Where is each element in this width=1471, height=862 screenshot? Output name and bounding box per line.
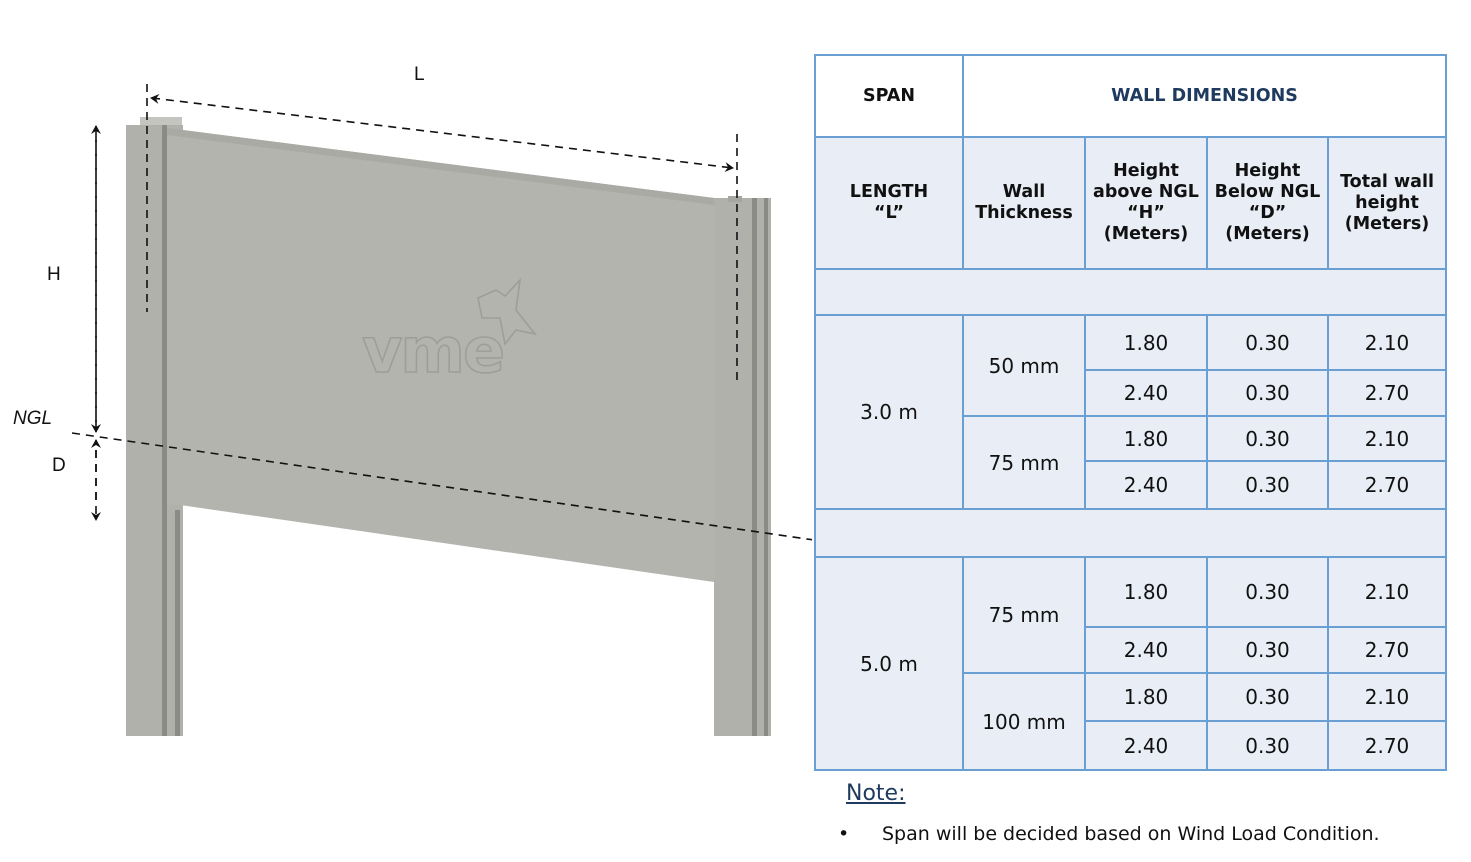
height-below-cell: 0.30 [1206,626,1329,674]
wall-dimensions-table: SPAN WALL DIMENSIONS LENGTH “L” Wall Thi… [814,54,1447,771]
table-row: 2.40 0.30 2.70 [815,460,1447,510]
wall-panel [167,128,714,582]
total-height-column-header: Total wall height (Meters) [1327,136,1447,270]
total-height-cell: 2.10 [1327,314,1447,371]
height-above-cell: 2.40 [1084,626,1208,674]
height-below-cell: 0.30 [1206,460,1329,510]
height-above-cell: 1.80 [1084,672,1208,722]
height-above-column-header: Height above NGL “H” (Meters) [1084,136,1208,270]
table-row: 100 mm 1.80 0.30 2.10 [815,672,1447,771]
span-header: SPAN [814,54,964,138]
table-row: 3.0 m 50 mm 1.80 0.30 2.10 [814,314,1447,510]
thickness-column-header: Wall Thickness [962,136,1086,270]
note-list: • Span will be decided based on Wind Loa… [838,823,1380,845]
total-height-cell: 2.70 [1327,369,1447,417]
height-below-cell: 0.30 [1206,672,1329,722]
height-above-cell: 2.40 [1084,369,1208,417]
height-label: H [47,264,61,285]
height-above-cell: 1.80 [1084,415,1208,462]
note-title: Note: [846,781,906,806]
height-above-cell: 2.40 [1084,460,1208,510]
table-row: 2.40 0.30 2.70 [815,369,1447,417]
total-height-cell: 2.70 [1327,626,1447,674]
depth-label: D [52,455,66,476]
wall-diagram: vme [71,84,812,736]
thickness-cell: 75 mm [962,556,1086,674]
length-dimension [146,84,738,386]
wall-dimensions-header: WALL DIMENSIONS [962,54,1447,138]
ngl-label: NGL [13,408,53,429]
spacer-row [814,268,1447,316]
note-item: • Span will be decided based on Wind Loa… [838,823,1380,845]
right-post [714,196,771,736]
height-below-cell: 0.30 [1206,556,1329,628]
note-text: Span will be decided based on Wind Load … [882,823,1380,845]
thickness-cell: 100 mm [962,672,1086,771]
table-row: 75 mm 1.80 0.30 2.10 [815,415,1447,510]
total-height-cell: 2.10 [1327,556,1447,628]
total-height-cell: 2.10 [1327,672,1447,722]
height-below-cell: 0.30 [1206,314,1329,371]
thickness-cell: 75 mm [962,415,1086,510]
height-above-cell: 1.80 [1084,314,1208,371]
bullet-icon: • [838,823,850,845]
total-height-cell: 2.10 [1327,415,1447,462]
height-above-cell: 1.80 [1084,556,1208,628]
height-below-cell: 0.30 [1206,369,1329,417]
length-label: L [414,64,425,85]
height-below-column-header: Height Below NGL “D” (Meters) [1206,136,1329,270]
vme-logo: vme [361,277,538,388]
length-column-header: LENGTH “L” [814,136,964,270]
table-row: 5.0 m 75 mm 1.80 0.30 2.10 [814,556,1447,771]
table-row: 2.40 0.30 2.70 [815,626,1447,674]
table-row: 2.40 0.30 2.70 [815,720,1447,771]
spacer-row [814,508,1447,558]
thickness-cell: 50 mm [962,314,1086,417]
height-below-cell: 0.30 [1206,415,1329,462]
table-header-row: SPAN WALL DIMENSIONS [814,54,1447,138]
length-cell: 3.0 m [814,314,964,510]
column-header-row: LENGTH “L” Wall Thickness Height above N… [814,136,1447,270]
length-cell: 5.0 m [814,556,964,771]
height-below-cell: 0.30 [1206,720,1329,771]
svg-text:vme: vme [362,314,503,387]
total-height-cell: 2.70 [1327,720,1447,771]
height-above-cell: 2.40 [1084,720,1208,771]
total-height-cell: 2.70 [1327,460,1447,510]
